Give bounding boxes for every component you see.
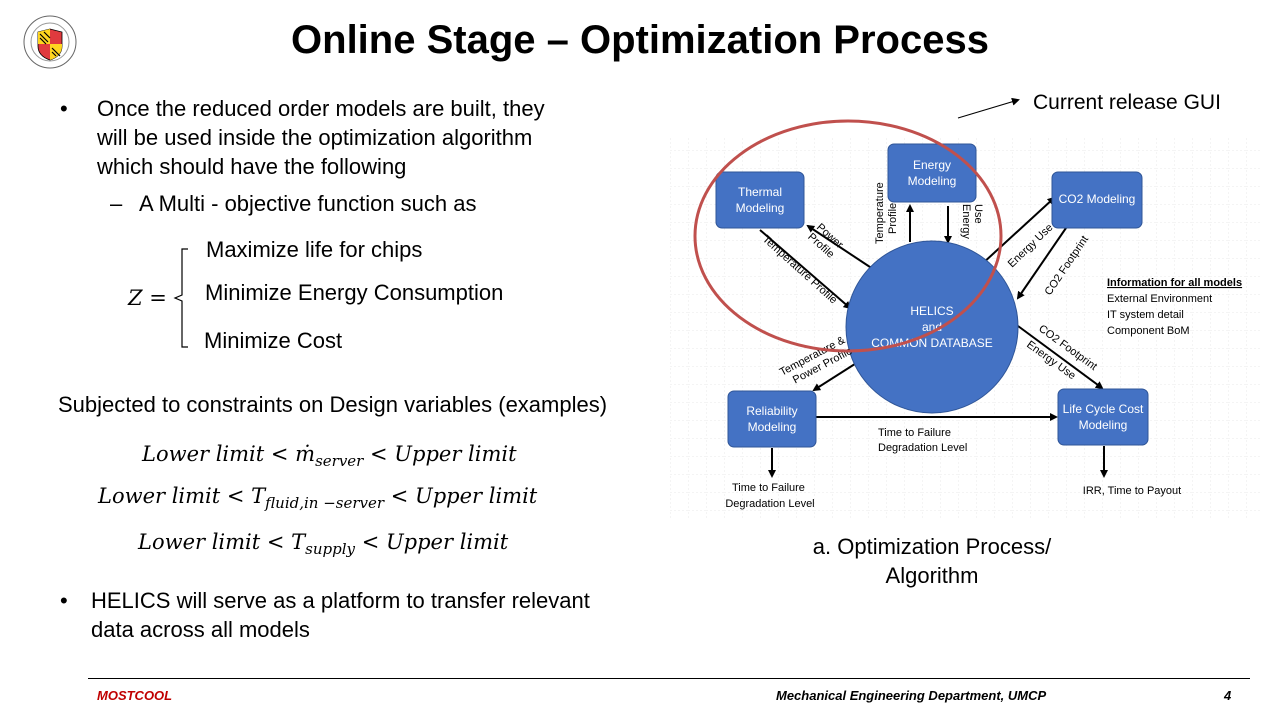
node-life-cycle-cost-modeling: Life Cycle Cost Modeling	[1057, 388, 1149, 446]
objective-minimize-energy: Minimize Energy Consumption	[205, 280, 504, 305]
callout-current-release-gui: Current release GUI	[1033, 91, 1221, 114]
sub-bullet-marker: –	[110, 191, 123, 216]
bullet-marker: •	[60, 588, 68, 613]
bullet-line: which should have the following	[97, 154, 407, 179]
arrow-helics-to-reliability	[812, 361, 859, 392]
node-helics-database: HELICS and COMMON DATABASE	[845, 240, 1019, 414]
bullet-line: HELICS will serve as a platform to trans…	[91, 588, 590, 613]
diagram-caption: a. Optimization Process/ Algorithm	[772, 532, 1092, 590]
callout-arrow	[957, 97, 1020, 119]
svg-text:Life Cycle Cost: Life Cycle Cost	[1063, 402, 1144, 416]
sub-bullet-text: A Multi - objective function such as	[139, 191, 477, 216]
svg-text:Information for all models: Information for all models	[1107, 277, 1242, 289]
svg-text:Modeling: Modeling	[908, 174, 957, 188]
arrow-thermal-to-helics	[759, 229, 852, 310]
node-energy-modeling: Energy Modeling	[887, 143, 977, 203]
curly-brace	[173, 248, 188, 348]
arrow-helics-to-thermal	[806, 224, 877, 272]
arrow-helics-to-co2	[981, 196, 1056, 265]
node-thermal-modeling: Thermal Modeling	[715, 171, 805, 229]
footer-department: Mechanical Engineering Department, UMCP	[776, 688, 1047, 703]
bullet-helics-platform: • HELICS will serve as a platform to tra…	[60, 586, 651, 644]
svg-text:Modeling: Modeling	[748, 420, 797, 434]
constraint-mass-flow: Lower limit < ṁserver < Upper limit	[142, 442, 517, 471]
label-irr-time-to-payout: IRR, Time to Payout	[1083, 485, 1181, 497]
svg-text:CO2 Modeling: CO2 Modeling	[1059, 192, 1136, 206]
svg-text:HELICS: HELICS	[910, 304, 953, 318]
node-reliability-modeling: Reliability Modeling	[727, 390, 817, 448]
arrow-helics-to-lcc	[1017, 325, 1104, 390]
objective-minimize-cost: Minimize Cost	[204, 328, 343, 353]
info-all-models: Information for all models External Envi…	[1107, 277, 1242, 337]
svg-text:Energy: Energy	[913, 158, 951, 172]
arrow-co2-to-helics	[1016, 227, 1067, 300]
svg-text:Modeling: Modeling	[1079, 418, 1128, 432]
svg-text:IT system detail: IT system detail	[1107, 309, 1184, 321]
svg-text:External Environment: External Environment	[1107, 293, 1212, 305]
optimization-process-diagram: Thermal Modeling Energy Modeling CO2 Mod…	[670, 97, 1260, 518]
objective-maximize-life: Maximize life for chips	[206, 237, 423, 262]
sub-bullet-multi-objective: – A Multi - objective function such as	[110, 189, 477, 218]
label-temperature-profile-energy: Temperature Profile	[874, 179, 899, 244]
footer-project-name: MOSTCOOL	[97, 688, 173, 703]
caption-line: a. Optimization Process/	[812, 534, 1052, 559]
slide-title: Online Stage – Optimization Process	[291, 18, 989, 62]
bullet-line: Once the reduced order models are built,…	[97, 96, 545, 121]
bullet-line: data across all models	[91, 617, 310, 642]
svg-text:Component BoM: Component BoM	[1107, 325, 1190, 337]
bullet-line: will be used inside the optimization alg…	[97, 125, 533, 150]
svg-text:Reliability: Reliability	[746, 404, 797, 418]
svg-text:Thermal: Thermal	[738, 185, 782, 199]
z-label: Z =	[128, 286, 167, 310]
bullet-marker: •	[60, 96, 68, 121]
label-ttf-middle: Time to Failure Degradation Level	[878, 427, 967, 454]
svg-text:COMMON DATABASE: COMMON DATABASE	[871, 336, 993, 350]
footer-divider	[88, 678, 1250, 679]
constraints-heading: Subjected to constraints on Design varia…	[58, 392, 608, 417]
current-release-highlight	[693, 119, 1003, 353]
svg-text:Modeling: Modeling	[736, 201, 785, 215]
label-ttf-bottom: Time to Failure Degradation Level	[725, 482, 814, 510]
university-logo	[18, 14, 82, 75]
constraint-supply-temp: Lower limit < Tsupply < Upper limit	[138, 530, 509, 559]
label-energy-use-energy: Energy Use	[960, 204, 984, 242]
node-co2-modeling: CO2 Modeling	[1051, 171, 1143, 229]
constraint-fluid-temp: Lower limit < Tfluid,in −server < Upper …	[98, 484, 538, 513]
caption-line: Algorithm	[885, 563, 979, 588]
bullet-reduced-order-models: • Once the reduced order models are buil…	[60, 94, 617, 181]
page-number: 4	[1224, 688, 1232, 703]
